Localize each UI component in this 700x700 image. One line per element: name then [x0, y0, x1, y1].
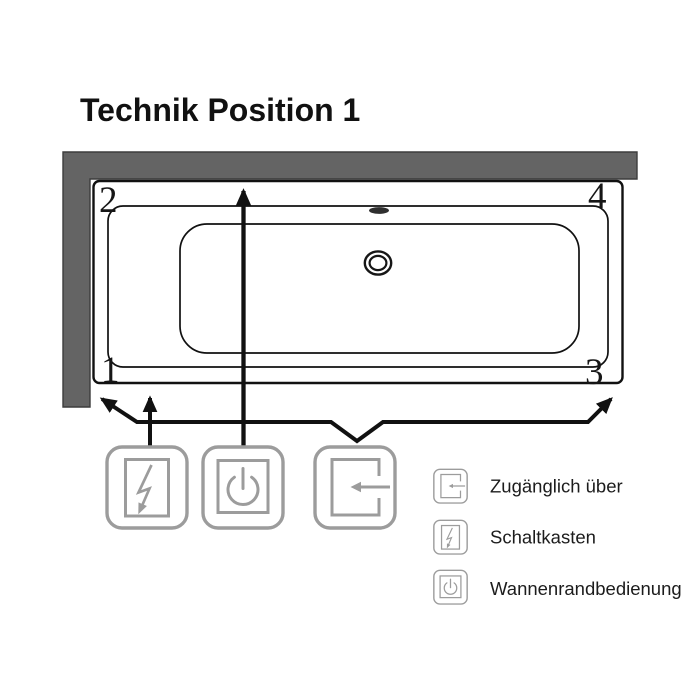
icon-boxes — [105, 445, 397, 530]
corner-label-1: 1 — [101, 350, 120, 391]
bathtub: 2 4 1 3 — [92, 176, 624, 393]
overflow-fitting — [369, 207, 389, 214]
arrows — [99, 188, 613, 446]
drain-inner — [368, 254, 388, 272]
door-enter-icon — [313, 445, 397, 530]
door-enter-icon — [433, 468, 468, 504]
access-bracket-arrows — [99, 397, 613, 444]
wall — [62, 151, 638, 408]
corner-label-3: 3 — [585, 352, 604, 393]
lightning-icon — [105, 445, 189, 530]
corner-label-4: 4 — [588, 176, 607, 217]
legend: Zugänglich über Schaltkasten Wannenrandb… — [433, 468, 682, 605]
power-icon — [433, 569, 468, 605]
page-title: Technik Position 1 — [80, 92, 361, 128]
legend-label-switchbox: Schaltkasten — [490, 527, 596, 548]
power-icon — [201, 445, 285, 530]
legend-label-access: Zugänglich über — [490, 476, 623, 497]
tub-outer-rim — [92, 179, 624, 385]
drain-outer — [363, 250, 393, 276]
tub-inner-rim — [107, 205, 609, 368]
corner-label-2: 2 — [99, 180, 118, 221]
lightning-icon — [433, 519, 468, 555]
tub-basin — [179, 223, 580, 354]
legend-label-rim-control: Wannenrandbedienung — [490, 578, 682, 599]
